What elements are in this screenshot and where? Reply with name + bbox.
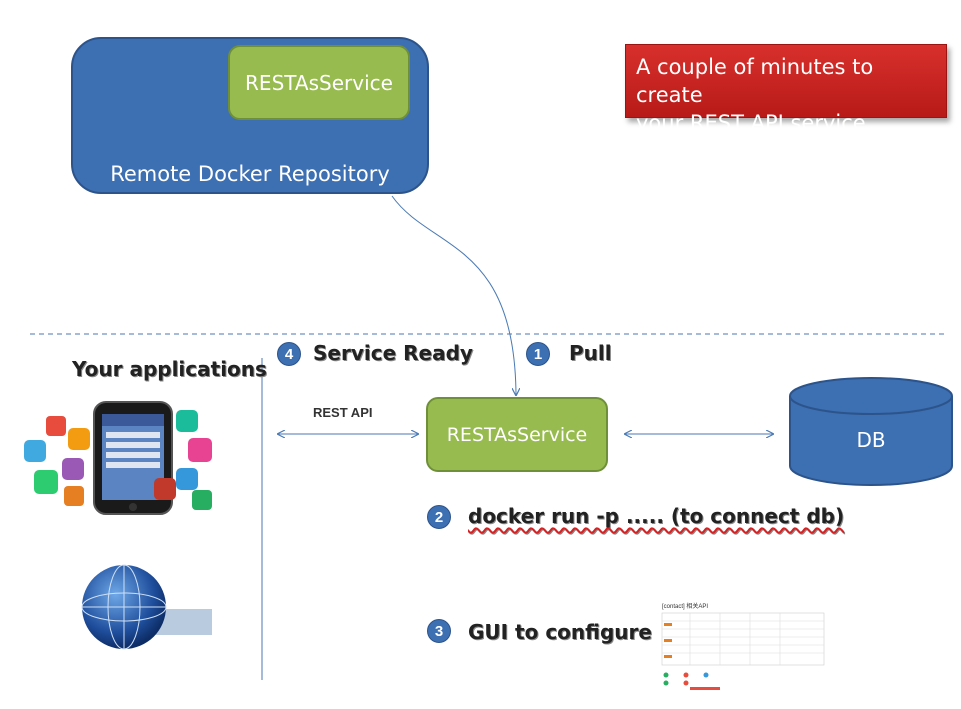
gui-thumbnail-title: [contact] 相关API [662,604,709,610]
repository-label: Remote Docker Repository [110,162,390,186]
step-4-badge: 4 [277,342,301,366]
repo-restasservice-box: RESTAsService [228,45,410,120]
pull-arrow [391,195,516,395]
callout-line-2: your REST API service [636,111,866,135]
restasservice-label: RESTAsService [446,423,588,446]
callout-box: A couple of minutes to create your REST … [625,44,947,135]
applications-title: Your applications [72,357,267,381]
step-1-text: Pull [569,341,612,365]
step-2-badge: 2 [427,505,451,529]
restasservice-box: RESTAsService [426,397,608,472]
step-3-text: GUI to configure [468,620,652,644]
callout-line-1: A couple of minutes to create [636,55,874,107]
step-2-text: docker run -p ..... (to connect db) [468,504,845,528]
db-cylinder [789,377,953,486]
globe-image [81,564,212,650]
rest-api-label: REST API [313,405,373,420]
db-label: DB [856,428,886,452]
step-4-text: Service Ready [313,341,473,365]
step-1-badge: 1 [526,342,550,366]
smartphone-apps-image [24,401,212,515]
gui-thumbnail-table [661,612,825,690]
repo-service-label: RESTAsService [245,70,393,95]
step-3-badge: 3 [427,619,451,643]
gui-config-thumbnail: [contact] 相关API [660,600,826,692]
